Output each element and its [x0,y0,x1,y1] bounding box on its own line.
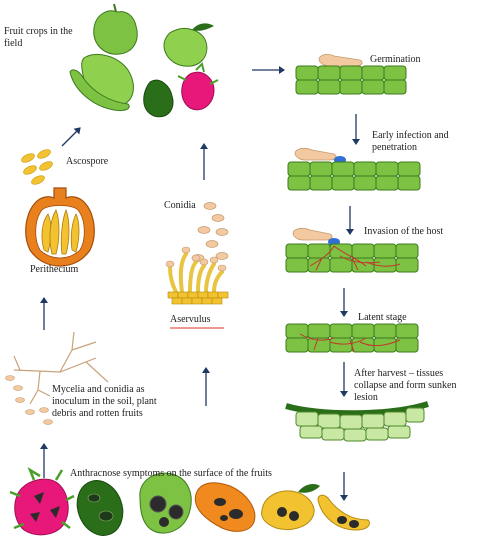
label-after-harvest: After harvest – tissues collapse and for… [354,368,457,403]
germ-cells [295,65,407,95]
conidiophores [168,252,224,294]
mango-fruit [163,28,208,67]
mango-symptom [261,484,320,531]
invasion-cells [285,243,419,273]
label-symptoms: Anthracnose symptoms on the surface of t… [70,468,272,479]
conidiophore-tips [165,246,227,272]
guava-symptom [139,472,192,534]
cycle-arrows [40,66,360,501]
early-infection-tissue [287,148,421,191]
symptomatic-fruits [9,467,370,536]
arrow-perithecium-to-field [61,127,81,147]
invasion-hyphae [309,245,401,271]
lesion-tissue [285,401,429,442]
mycelia [13,331,109,405]
label-invasion: Invasion of the host [364,226,444,237]
latent-tissue [285,323,419,353]
guava-stem [113,3,117,13]
dragon-fruit [181,71,215,111]
invasion-tissue [285,228,419,273]
soil-conidia [5,375,53,425]
avocado-symptom [76,480,124,536]
banana-symptom [317,494,370,531]
asci [41,208,80,255]
infection-spore [294,148,337,161]
mango-leaf [192,23,214,31]
label-early-infection: Early infection and penetration [372,130,449,153]
lesion-cells [295,407,425,442]
dragon-fruit-bracts [177,62,219,85]
label-latent: Latent stage [358,312,407,323]
invasion-spore [292,228,333,241]
label-germination: Germination [370,54,421,65]
infection-cells [287,161,421,191]
dragon-fruit-symptom [9,467,75,536]
label-conidia: Conidia [164,200,196,211]
acervulus-base [167,291,229,305]
ascospores [21,149,53,185]
label-acervulus: Aservulus [170,314,211,325]
label-ascospore: Ascospore [66,156,109,167]
germ-spore [318,54,363,67]
latent-hyphae [299,333,401,353]
perithecium [25,187,95,267]
banana-fruit [69,69,130,111]
acervulus [165,246,229,305]
guava-fruit [93,10,138,55]
label-fruit-crops: Fruit crops in the field [4,26,73,49]
papaya-symptom [194,482,256,532]
avocado-fruit [143,79,174,118]
label-mycelia: Mycelia and conidia as inoculum in the s… [52,384,157,419]
latent-cells [285,323,419,353]
germination-tissue [295,54,407,95]
conidia [191,202,229,262]
label-perithecium: Perithecium [30,264,79,275]
field-fruits [69,3,219,118]
